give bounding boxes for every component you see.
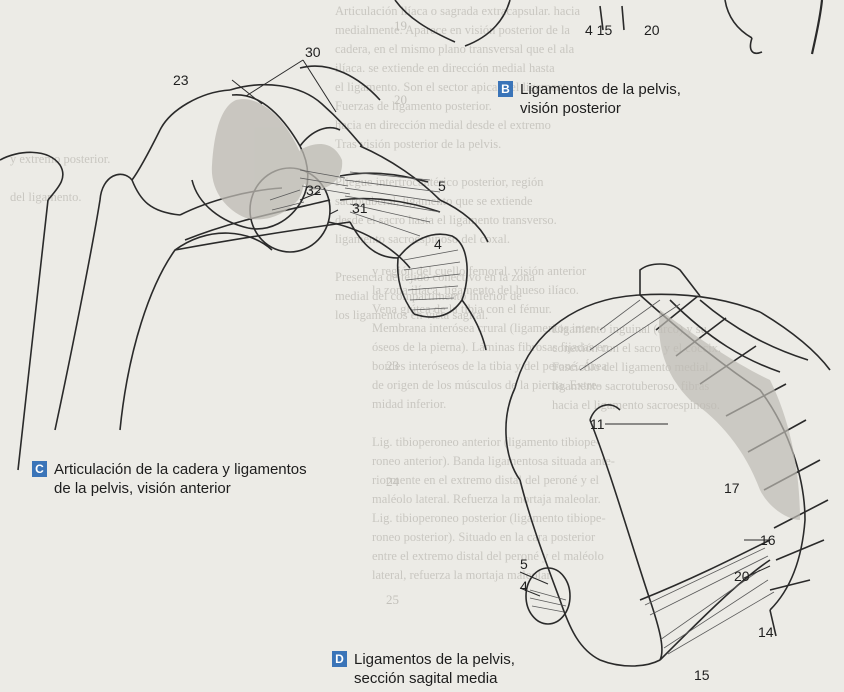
label-d-20: 20 xyxy=(734,568,750,584)
label-c-30: 30 xyxy=(305,44,321,60)
caption-b-line2: visión posterior xyxy=(498,99,681,118)
caption-badge-d: D xyxy=(332,651,347,667)
caption-d-line2: sección sagital media xyxy=(332,669,515,688)
caption-c-line1: Articulación de la cadera y ligamentos xyxy=(54,461,307,478)
caption-d-line1: Ligamentos de la pelvis, xyxy=(354,651,515,668)
label-d-16: 16 xyxy=(760,532,776,548)
label-c-23: 23 xyxy=(173,72,189,88)
label-c-32: 32 xyxy=(306,182,322,198)
caption-badge-c: C xyxy=(32,461,47,477)
caption-b-line1: Ligamentos de la pelvis, xyxy=(520,81,681,98)
label-b-20: 20 xyxy=(644,22,660,38)
label-b-4-15: 4 15 xyxy=(585,22,612,38)
caption-d: D Ligamentos de la pelvis, sección sagita… xyxy=(332,650,515,688)
label-c-5: 5 xyxy=(438,178,446,194)
label-d-5: 5 xyxy=(520,556,528,572)
label-d-11: 11 xyxy=(590,416,605,432)
caption-b: B Ligamentos de la pelvis, visión posteri… xyxy=(498,80,681,118)
label-c-4: 4 xyxy=(434,236,442,252)
label-c-31: 31 xyxy=(352,200,368,216)
label-d-4: 4 xyxy=(520,578,528,594)
label-d-14: 14 xyxy=(758,624,774,640)
label-d-15: 15 xyxy=(694,667,710,683)
caption-c-line2: de la pelvis, visión anterior xyxy=(32,479,307,498)
label-d-17: 17 xyxy=(724,480,740,496)
caption-badge-b: B xyxy=(498,81,513,97)
leader-lines xyxy=(232,60,770,596)
